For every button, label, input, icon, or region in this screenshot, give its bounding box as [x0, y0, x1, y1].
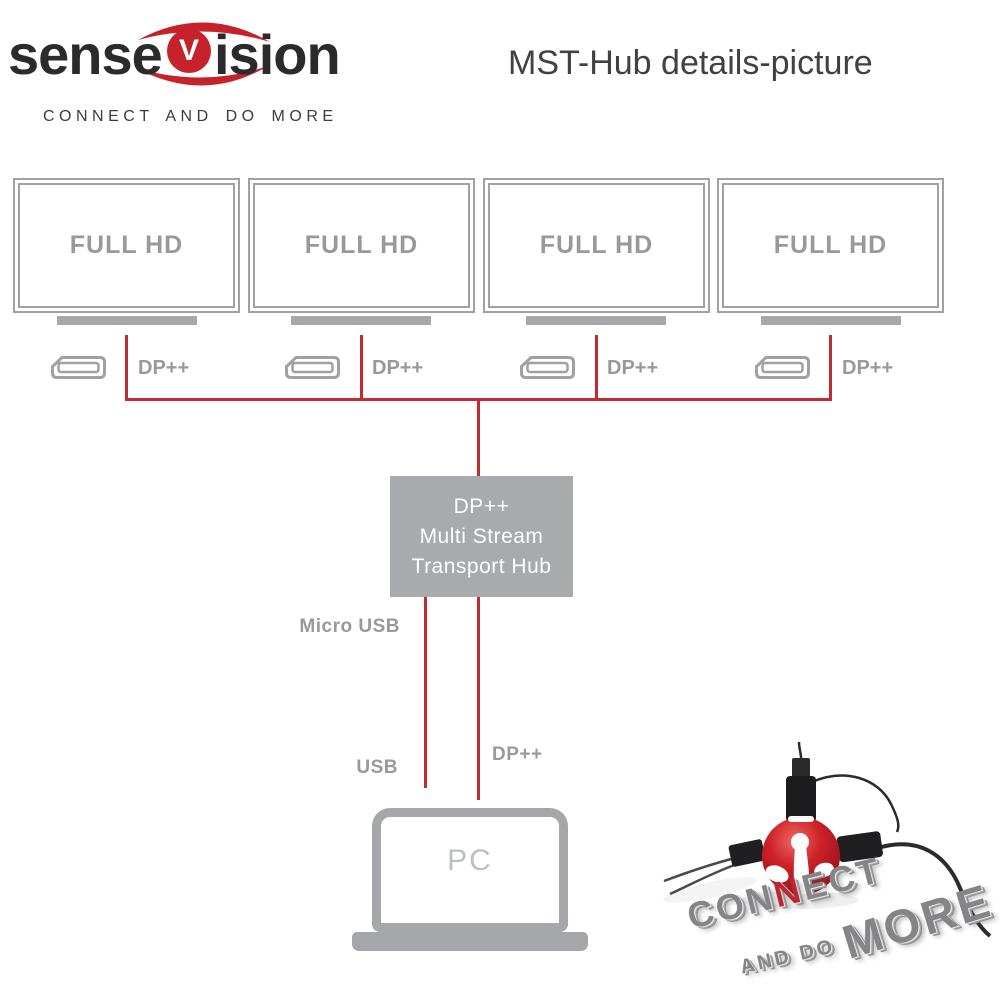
- mst-hub-box: DP++ Multi Stream Transport Hub: [390, 476, 573, 597]
- monitor-3: FULL HD: [483, 178, 710, 313]
- cable-line-monitor-2: [360, 335, 363, 400]
- port-label-dp-2: DP++: [372, 357, 424, 379]
- monitor-2-label: FULL HD: [304, 231, 419, 259]
- port-label-dp-4: DP++: [842, 357, 894, 379]
- pc-label: PC: [447, 844, 493, 877]
- monitor-4: FULL HD: [717, 178, 944, 313]
- cable-bus-line: [125, 398, 832, 401]
- logo-v-letter: V: [178, 34, 199, 67]
- displayport-icon: [51, 356, 106, 379]
- cable-line-monitor-3: [595, 335, 598, 400]
- logo-v-circle-icon: V: [167, 29, 211, 73]
- cable-line-bus-to-hub: [477, 401, 480, 476]
- displayport-icon: [755, 356, 810, 379]
- logo-text-sense: sense: [8, 23, 163, 86]
- monitor-2: FULL HD: [248, 178, 475, 313]
- displayport-icon: [285, 356, 340, 379]
- monitor-4-label: FULL HD: [773, 231, 888, 259]
- hub-line-3: Transport Hub: [411, 554, 552, 578]
- hub-line-1: DP++: [453, 494, 510, 518]
- port-label-dp-3: DP++: [607, 357, 659, 379]
- cable-line-monitor-4: [829, 335, 832, 400]
- displayport-icon: [520, 356, 575, 379]
- pc-laptop-base: [352, 932, 588, 951]
- cable-ball-product-icon: [663, 741, 992, 938]
- page-title: MST-Hub details-picture: [508, 44, 873, 82]
- monitor-1: FULL HD: [13, 178, 240, 313]
- usb-label: USB: [356, 757, 398, 778]
- monitor-2-stand: [291, 316, 431, 325]
- logo-text-ision: ision: [214, 23, 341, 86]
- monitor-1-label: FULL HD: [69, 231, 184, 259]
- monitor-4-stand: [761, 316, 901, 325]
- monitor-3-label: FULL HD: [539, 231, 654, 259]
- sensevision-logo: sense V ision CONNECT AND DO MORE: [8, 10, 358, 125]
- logo-tagline: CONNECT AND DO MORE: [43, 108, 338, 125]
- pc-laptop-icon: PC: [372, 808, 568, 932]
- cable-line-monitor-1: [125, 335, 128, 400]
- cable-line-dp: [477, 597, 480, 800]
- hub-line-2: Multi Stream: [419, 524, 544, 548]
- monitor-1-stand: [57, 316, 197, 325]
- cable-line-usb: [424, 597, 427, 788]
- logo-eye-arcs-icon: [136, 22, 270, 86]
- port-label-dp-1: DP++: [138, 357, 190, 379]
- monitor-3-stand: [526, 316, 666, 325]
- micro-usb-label: Micro USB: [299, 616, 400, 637]
- dp-label: DP++: [492, 744, 543, 765]
